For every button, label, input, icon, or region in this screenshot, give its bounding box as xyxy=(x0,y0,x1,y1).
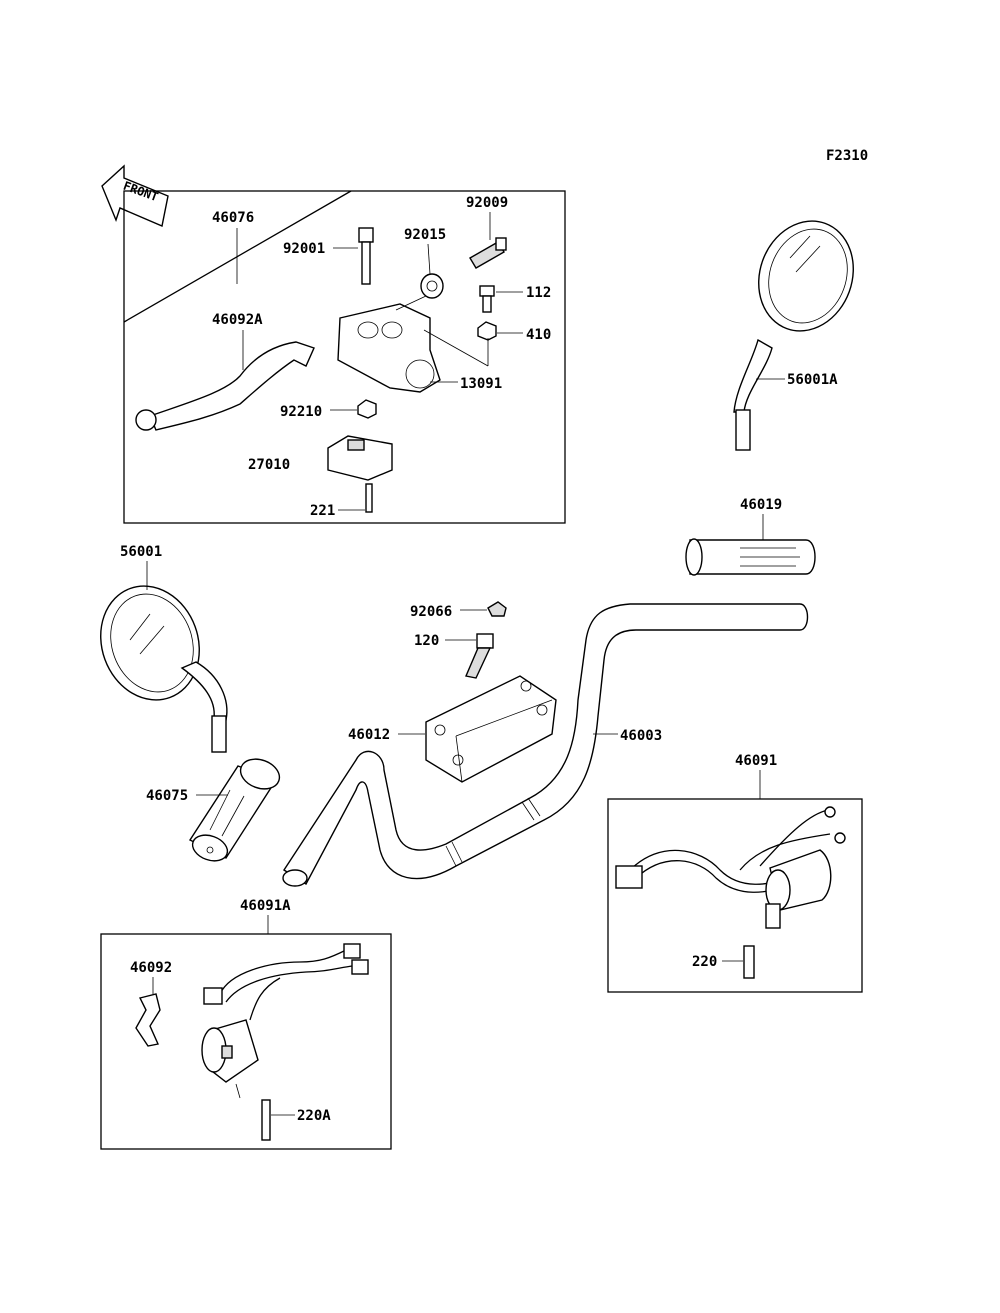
label-92009: 92009 xyxy=(466,195,508,211)
lever-46092A xyxy=(135,341,315,431)
handlebar-holder-46012 xyxy=(425,675,557,783)
label-46091: 46091 xyxy=(735,753,777,769)
label-46092A: 46092A xyxy=(212,312,263,328)
left-switch-housing xyxy=(201,943,369,1099)
label-13091: 13091 xyxy=(460,376,502,392)
label-46091A: 46091A xyxy=(240,898,291,914)
label-46092: 46092 xyxy=(130,960,172,976)
label-120: 120 xyxy=(414,633,439,649)
group-box-lever-assembly-edge xyxy=(123,190,352,323)
label-220A: 220A xyxy=(297,1108,331,1124)
front-arrow-icon: FRONT xyxy=(101,164,169,227)
label-92015: 92015 xyxy=(404,227,446,243)
label-46019: 46019 xyxy=(740,497,782,513)
bolt-120 xyxy=(465,633,494,679)
label-92210: 92210 xyxy=(280,404,322,420)
mirror-left-56001 xyxy=(100,585,228,753)
screw-221 xyxy=(365,483,373,513)
screw-220A xyxy=(261,1099,271,1141)
figure-code: F2310 xyxy=(826,148,868,164)
mirror-right-56001A xyxy=(733,220,854,451)
label-56001A: 56001A xyxy=(787,372,838,388)
group-box-left-switch xyxy=(100,933,392,1150)
cap-92066 xyxy=(487,601,507,617)
group-box-right-switch xyxy=(607,798,863,993)
grip-left-46075 xyxy=(188,758,281,862)
label-92001: 92001 xyxy=(283,241,325,257)
group-box-lever-assembly xyxy=(123,190,566,524)
nut-410 xyxy=(477,321,497,341)
label-27010: 27010 xyxy=(248,457,290,473)
label-92066: 92066 xyxy=(410,604,452,620)
label-221: 221 xyxy=(310,503,335,519)
label-112: 112 xyxy=(526,285,551,301)
label-56001: 56001 xyxy=(120,544,162,560)
right-switch-housing xyxy=(615,806,846,929)
handlebar-46003 xyxy=(282,603,809,887)
screw-220 xyxy=(743,945,755,979)
label-46075: 46075 xyxy=(146,788,188,804)
label-46012: 46012 xyxy=(348,727,390,743)
lever-bracket-46092 xyxy=(135,993,161,1047)
screw-92009 xyxy=(469,237,507,269)
grip-right-46019 xyxy=(685,538,816,576)
pivot-bolt-92001 xyxy=(358,227,374,285)
label-46003: 46003 xyxy=(620,728,662,744)
adjuster-92015 xyxy=(420,273,444,299)
nut-92210 xyxy=(357,399,377,419)
label-410: 410 xyxy=(526,327,551,343)
switch-27010 xyxy=(327,435,393,481)
leader-92015 xyxy=(427,243,431,275)
label-46076: 46076 xyxy=(212,210,254,226)
label-220: 220 xyxy=(692,954,717,970)
lever-holder-13091 xyxy=(337,295,489,393)
bolt-112 xyxy=(479,285,495,313)
